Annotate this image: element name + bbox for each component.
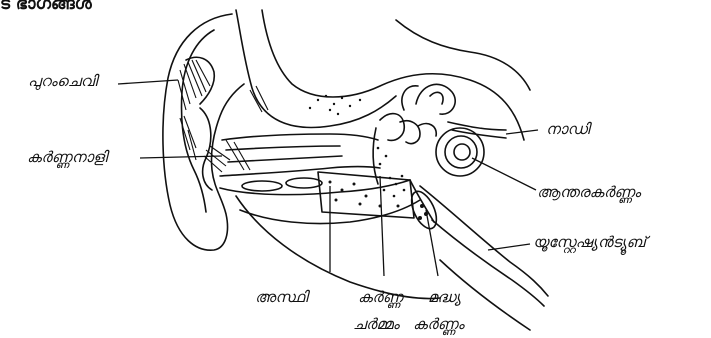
bone-oval-2 (286, 178, 322, 188)
label-inner-ear: ആന്തരകർണ്ണം (537, 185, 641, 200)
leader-inner-ear (472, 158, 536, 190)
semicircular-canal-1 (416, 84, 455, 114)
leader-eustachian (488, 244, 530, 250)
label-ear-canal: കർണ്ണനാളി (27, 150, 107, 165)
label-bone: അസ്ഥി (255, 290, 308, 305)
label-eustachian-tube: യൂസ്റ്റേഷ്യൻട്യൂബ് (533, 235, 646, 250)
ear-canal-top (222, 134, 378, 140)
semicircular-canal-2 (430, 92, 443, 104)
label-middle-ear-line2: കർണ്ണം (413, 317, 464, 332)
eardrum (373, 128, 378, 184)
temporal-bone-lower (236, 196, 440, 298)
page-title: ട ഭാഗങ്ങൾ (0, 0, 92, 14)
skull-contour-2 (262, 10, 524, 140)
label-outer-ear: പുറംചെവി (28, 74, 97, 89)
leader-ear-canal (140, 156, 222, 158)
bone-oval-1 (242, 181, 282, 191)
ear-canal-hatch (226, 146, 342, 162)
pinna-outline (163, 14, 244, 250)
eustachian-tube-top (420, 186, 548, 296)
label-nerve: നാഡി (546, 122, 590, 137)
label-eardrum-line1: കർണ്ണ (358, 290, 403, 305)
label-eardrum-line2: ചർമ്മം (353, 317, 399, 332)
bone-ridge (396, 20, 530, 90)
pinna-shading (178, 60, 268, 172)
label-middle-ear-line1: മദ്ധ്യ (428, 290, 461, 305)
semicircular-canal-3 (402, 86, 418, 110)
ossicle-hammer (380, 114, 404, 141)
concha (200, 108, 212, 190)
skull-contour (236, 10, 396, 127)
cochlea-mid (445, 136, 477, 168)
leader-outer-ear (118, 80, 178, 84)
cochlea-inner (454, 144, 470, 160)
